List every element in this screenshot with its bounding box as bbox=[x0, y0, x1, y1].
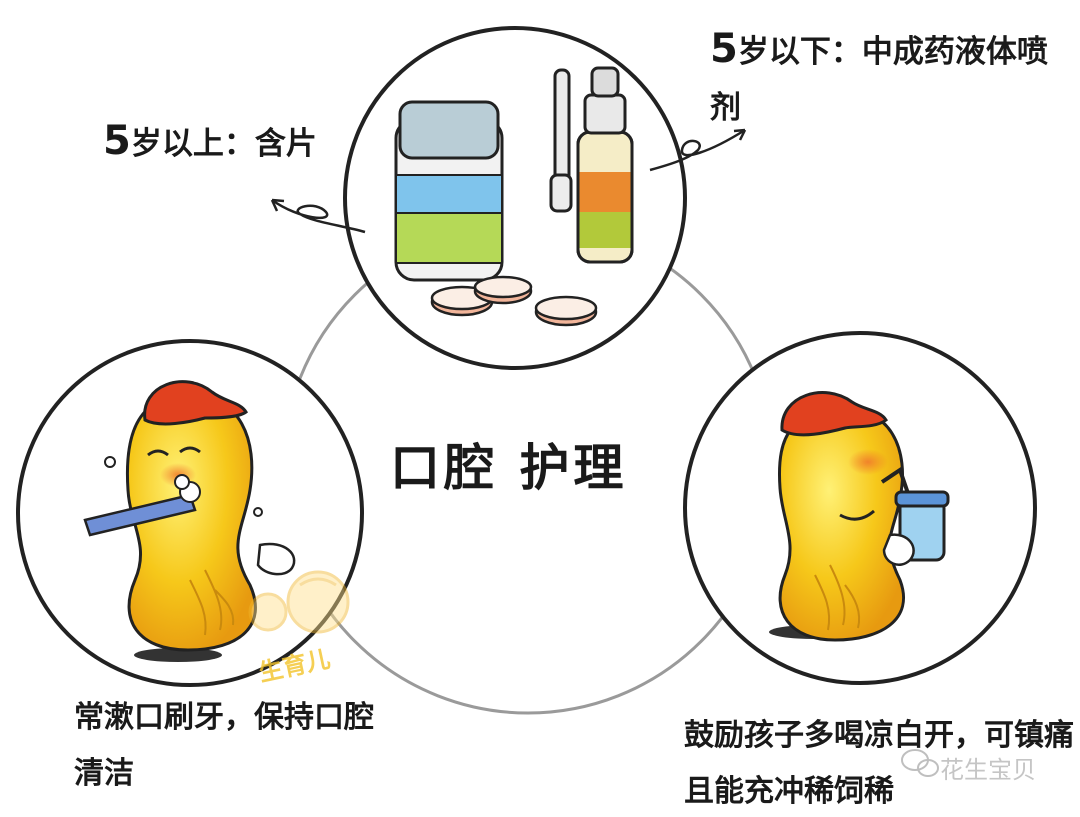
left-arrowhead bbox=[270, 198, 285, 212]
brushing-caption: 常漱口刷牙，保持口腔清洁 bbox=[74, 700, 374, 791]
brushing-peanut-circle bbox=[16, 339, 364, 687]
left-arrow-icon bbox=[271, 198, 366, 234]
watermark-corner-text: 花生宝贝 bbox=[940, 756, 1036, 784]
age-below-5-label: 5岁以下：中成药液体喷剂 bbox=[710, 24, 1050, 136]
wechat-icon bbox=[901, 749, 939, 777]
age-number-2: 5 bbox=[710, 26, 738, 72]
lozenge-tablets-icon bbox=[430, 275, 598, 327]
age-number: 5 bbox=[103, 118, 131, 164]
medicine-circle bbox=[343, 26, 687, 370]
toothbrush-icon bbox=[83, 493, 197, 537]
pill-bottle-icon bbox=[394, 100, 504, 282]
drinking-caption: 鼓励孩子多喝凉白开，可镇痛且能充冲稀饲稀 bbox=[684, 718, 1074, 809]
age-above-5-label: 5岁以上：含片 bbox=[103, 118, 317, 163]
right-arrowhead bbox=[733, 128, 747, 141]
spray-bottle-icon bbox=[549, 66, 634, 264]
watermark-logo bbox=[248, 570, 350, 634]
center-title: 口腔 护理 bbox=[390, 439, 628, 497]
drinking-peanut-circle bbox=[683, 331, 1037, 685]
red-cap-icon bbox=[143, 380, 248, 426]
age-above-5-text: 岁以上：含片 bbox=[130, 126, 317, 162]
age-below-5-text: 岁以下：中成药液体喷剂 bbox=[710, 34, 1048, 126]
peanut-body bbox=[125, 393, 257, 652]
peanut-body-2 bbox=[777, 408, 906, 642]
red-cap-icon-2 bbox=[780, 391, 888, 437]
right-arrow-icon bbox=[649, 128, 746, 172]
